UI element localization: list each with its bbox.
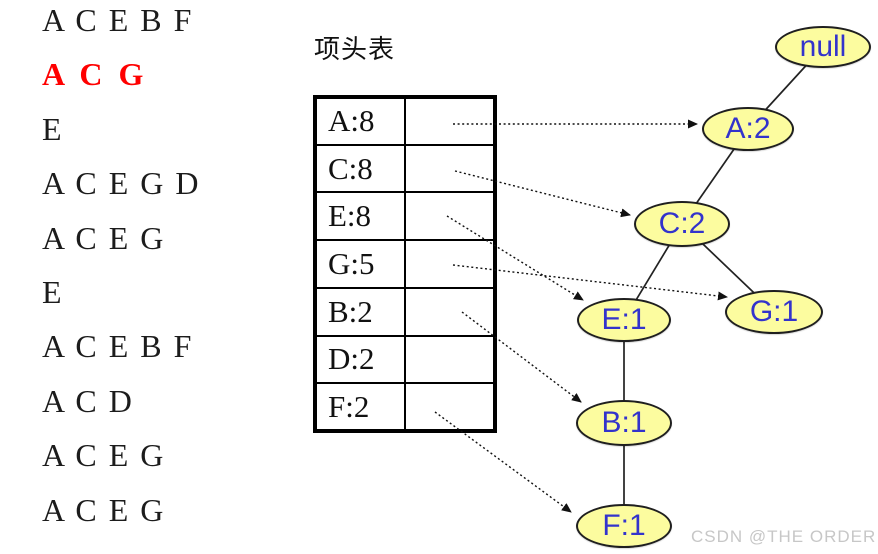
header-table-row: G:5 — [314, 239, 496, 289]
node-link-cell — [404, 191, 496, 242]
tree-node-f: F:1 — [576, 504, 672, 548]
tree-node-a: A:2 — [702, 107, 794, 151]
node-link-cell — [404, 382, 496, 432]
item-support-cell: C:8 — [314, 143, 406, 194]
watermark: CSDN @THE ORDER — [691, 527, 877, 546]
tree-node-c: C:2 — [634, 201, 730, 247]
node-link-cell — [404, 286, 496, 337]
item-support-cell: D:2 — [314, 334, 406, 385]
transaction-line: E — [42, 273, 64, 310]
header-table-row: C:8 — [314, 143, 496, 194]
tree-edges-group — [623, 46, 824, 526]
transaction-line-highlighted: A C G — [42, 56, 148, 93]
transaction-line: A C E B F — [42, 328, 194, 365]
transaction-line: A C E G — [42, 437, 166, 474]
header-table-row: E:8 — [314, 191, 496, 242]
tree-edge-C-E — [623, 223, 683, 321]
item-support-cell: E:8 — [314, 191, 406, 242]
node-link-cell — [404, 96, 496, 146]
tree-node-g: G:1 — [725, 290, 823, 334]
header-table-title: 项头表 — [314, 34, 396, 64]
tree-edge-root-A — [747, 46, 824, 130]
header-table-row: B:2 — [314, 286, 496, 337]
transaction-line: A C E G — [42, 491, 166, 528]
item-support-cell: A:8 — [314, 96, 406, 146]
item-support-cell: F:2 — [314, 382, 406, 432]
transaction-line: A C E G — [42, 219, 166, 256]
transaction-line: A C E G D — [42, 165, 201, 202]
item-support-cell: B:2 — [314, 286, 406, 337]
transaction-list: A C E B F A C G E A C E G D A C E G E A C E B … — [42, 0, 200, 537]
transaction-line: A C D — [42, 382, 134, 419]
node-link-cell — [404, 239, 496, 289]
tree-node-root: null — [775, 26, 871, 68]
tree-node-e: E:1 — [577, 298, 671, 342]
node-link-cell — [404, 334, 496, 385]
header-table-row: D:2 — [314, 334, 496, 385]
tree-node-b: B:1 — [576, 400, 672, 446]
node-link-cell — [404, 143, 496, 194]
header-table-row: F:2 — [314, 382, 496, 432]
header-table-row: A:8 — [314, 96, 496, 146]
transaction-line: A C E B F — [42, 2, 194, 38]
tree-edge-C-G — [681, 223, 775, 313]
transaction-line: E — [42, 110, 64, 147]
item-support-cell: G:5 — [314, 239, 406, 289]
tree-edge-A-C — [681, 128, 749, 225]
